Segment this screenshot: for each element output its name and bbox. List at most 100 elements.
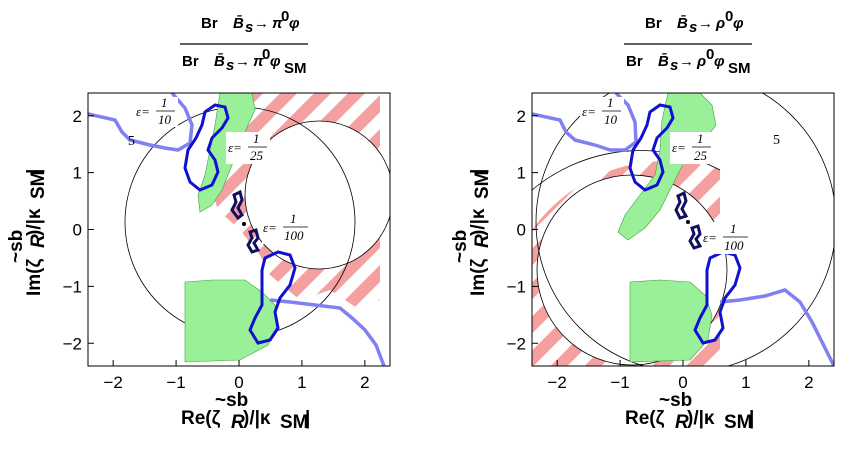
right-y-axis-label: Im(ζ R )/|κ SM | ~sb: [450, 169, 493, 296]
left-lightblue-line-lower: [269, 298, 386, 366]
left-x-tick-label: 1: [297, 373, 306, 392]
left-y-tick-label: 0: [73, 221, 82, 240]
left-x-tick-label: −1: [166, 373, 185, 392]
left-eps-100-prefix: ε=: [263, 220, 277, 235]
right-eps-25-den: 25: [694, 148, 708, 163]
left-y-tick-label: −2: [63, 334, 82, 353]
left-xlabel-rest: )/|κ: [243, 408, 271, 429]
left-panel-title: Br B̄ s → π 0 φ Br B̄ s → π 0 φ SM: [180, 8, 308, 77]
left-x-tick-label: −2: [103, 373, 122, 392]
right-title-num-b: B̄: [677, 14, 688, 32]
right-ylabel-sm: SM: [472, 171, 493, 200]
left-title-num-br: Br: [201, 15, 218, 32]
right-x-tick-label: 1: [741, 373, 750, 392]
left-eps-10-num: 1: [161, 95, 168, 110]
right-xlabel-end: |: [749, 408, 754, 429]
left-y-tick-label: −1: [63, 277, 82, 296]
left-title-den-sm: SM: [284, 60, 307, 77]
left-xlabel-r: R: [231, 412, 245, 433]
left-navy-contour-a: [230, 189, 244, 221]
right-blue-contour-upper: [628, 103, 675, 192]
left-eps-10-den: 10: [158, 112, 172, 127]
right-xlabel-main: Re(ζ: [625, 408, 665, 429]
left-title-den-phi: φ: [270, 53, 281, 70]
right-ylabel-rest: )/|κ: [468, 208, 489, 236]
left-title-den-br: Br: [182, 53, 199, 70]
left-lightblue-line-upper: [88, 93, 194, 152]
right-title-num-sup: 0: [725, 8, 733, 25]
left-blue-contour-upper: [183, 103, 230, 192]
left-ylabel-main: Im(ζ: [24, 259, 45, 297]
right-eps-label-25: ε= 1 25: [670, 131, 714, 164]
left-eps-25-den: 25: [250, 148, 264, 163]
right-title-den-br: Br: [626, 53, 643, 70]
right-x-axis-label: Re(ζ R )/|κ SM | ~sb: [625, 390, 754, 433]
right-contour-label-5: 5: [773, 133, 780, 148]
left-eps-100-num: 1: [290, 211, 297, 226]
right-ylabel-r: R: [472, 234, 493, 248]
left-eps-25-prefix: ε=: [228, 140, 242, 155]
right-x-tick-label: 2: [804, 373, 813, 392]
left-xlabel-sb: ~sb: [215, 390, 248, 411]
right-panel-title: Br B̄ s → ρ 0 φ Br B̄ s → ρ 0 φ SM: [624, 8, 752, 77]
right-eps-10-prefix: ε=: [582, 104, 596, 119]
right-ylabel-main: Im(ζ: [468, 259, 489, 297]
left-xlabel-sm: SM: [280, 412, 309, 433]
right-title-num-arrow: →: [698, 15, 713, 32]
left-green-lower: [184, 279, 279, 363]
left-y-tick-label: 2: [73, 107, 82, 126]
right-panel: Br B̄ s → ρ 0 φ Br B̄ s → ρ 0 φ SM: [450, 8, 835, 433]
left-panel: Br B̄ s → π 0 φ Br B̄ s → π 0 φ SM: [6, 8, 391, 433]
right-lightblue-line-upper: [532, 93, 638, 152]
right-hatched-ring: [532, 160, 727, 366]
left-title-den-arrow: →: [235, 53, 250, 70]
right-xlabel-rest: )/|κ: [687, 408, 715, 429]
right-lightblue-line-lower: [719, 288, 834, 366]
right-eps-25-prefix: ε=: [672, 140, 686, 155]
right-green-upper: [617, 93, 717, 241]
right-blue-contour-lower: [693, 250, 742, 345]
right-title-num-s: s: [689, 19, 697, 36]
right-title-den-phi: φ: [714, 53, 725, 70]
right-plot-area: [532, 93, 834, 366]
right-x-tick-label: −1: [610, 373, 629, 392]
right-xlabel-sb: ~sb: [659, 390, 692, 411]
right-eps-label-10: ε= 1 10: [580, 95, 624, 127]
right-y-tick-label: 2: [517, 107, 526, 126]
left-eps-label-25: ε= 1 25: [226, 131, 270, 164]
left-title-den-sup: 0: [262, 46, 270, 63]
right-y-tick-label: −2: [507, 334, 526, 353]
right-y-tick-label: 0: [517, 221, 526, 240]
right-ylabel-sb: ~sb: [450, 230, 471, 263]
right-title-num-br: Br: [645, 15, 662, 32]
left-eps-10-prefix: ε=: [136, 104, 150, 119]
left-title-den-meson: π: [253, 53, 264, 70]
left-x-tick-label: 2: [360, 373, 369, 392]
left-eps-25-num: 1: [253, 131, 260, 146]
right-eps-10-num: 1: [607, 95, 614, 110]
left-y-axis-label: Im(ζ R )/|κ SM | ~sb: [6, 169, 49, 296]
right-green-lower: [629, 279, 713, 363]
left-title-num-arrow: →: [254, 15, 269, 32]
right-title-den-meson: ρ: [696, 53, 706, 70]
right-title-den-arrow: →: [679, 53, 694, 70]
right-title-den-sm: SM: [728, 60, 751, 77]
right-x-tick-label: −2: [547, 373, 566, 392]
left-plot-area: [88, 93, 390, 366]
left-title-num-phi: φ: [289, 15, 300, 32]
right-title-num-meson: ρ: [715, 15, 725, 32]
left-xlabel-end: |: [305, 408, 310, 429]
left-ylabel-sb: ~sb: [6, 230, 27, 263]
right-navy-contour-a: [674, 190, 689, 220]
right-xlabel-sm: SM: [724, 412, 753, 433]
left-title-den-b: B̄: [214, 52, 225, 70]
right-eps-100-den: 100: [724, 238, 744, 253]
right-ylabel-end: |: [468, 169, 489, 174]
left-contour-label-5: 5: [128, 134, 135, 149]
right-eps-10-den: 10: [604, 112, 618, 127]
left-ylabel-rest: )/|κ: [24, 208, 45, 236]
left-blue-contour-lower: [248, 250, 297, 345]
